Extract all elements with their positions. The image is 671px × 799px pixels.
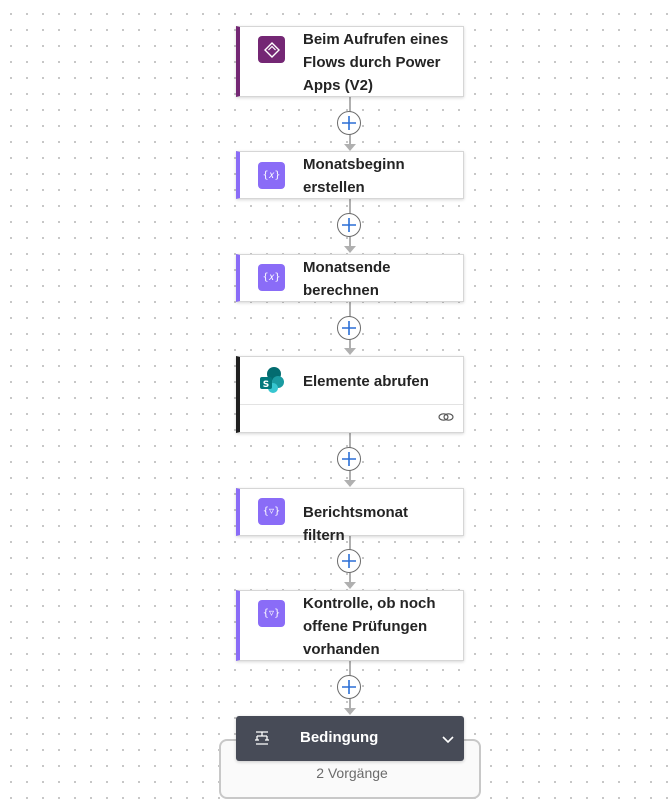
data-operation-icon: {𝑥}: [258, 264, 285, 291]
arrow-down-icon: [344, 144, 356, 151]
sharepoint-icon: S: [258, 366, 285, 393]
step-title: Elemente abrufen: [303, 373, 429, 390]
data-operation-icon: {𝑥}: [258, 162, 285, 189]
add-step-button[interactable]: [337, 111, 361, 135]
step-title: Beim Aufrufen eines Flows durch Power Ap…: [303, 31, 449, 94]
plus-icon: [342, 452, 356, 466]
card-divider: [240, 404, 463, 405]
plus-icon: [342, 554, 356, 568]
filter-array-icon: {▿}: [258, 498, 285, 525]
step-title: Kontrolle, ob noch offene Prüfungen vorh…: [303, 595, 436, 658]
condition-card[interactable]: Bedingung: [236, 716, 464, 761]
add-step-button[interactable]: [337, 316, 361, 340]
plus-icon: [342, 116, 356, 130]
flow-step-card[interactable]: {𝑥} Monatsende berechnen: [236, 254, 464, 302]
arrow-down-icon: [344, 480, 356, 487]
power-apps-icon: [258, 36, 285, 63]
add-step-button[interactable]: [337, 675, 361, 699]
add-step-button[interactable]: [337, 549, 361, 573]
plus-icon: [342, 218, 356, 232]
add-step-button[interactable]: [337, 447, 361, 471]
svg-text:S: S: [262, 380, 268, 390]
condition-actions-count[interactable]: 2 Vorgänge: [316, 765, 388, 781]
condition-title: Bedingung: [300, 729, 379, 746]
arrow-down-icon: [344, 246, 356, 253]
condition-icon: [254, 730, 270, 751]
step-title: Berichtsmonat filtern: [303, 504, 409, 544]
add-step-button[interactable]: [337, 213, 361, 237]
filter-array-icon: {▿}: [258, 600, 285, 627]
plus-icon: [342, 321, 356, 335]
flow-step-card[interactable]: Beim Aufrufen eines Flows durch Power Ap…: [236, 26, 464, 97]
chevron-down-icon[interactable]: [441, 732, 455, 750]
step-title: Monatsende berechnen: [303, 259, 391, 299]
flow-step-card[interactable]: {▿} Berichtsmonat filtern: [236, 488, 464, 544]
arrow-down-icon: [344, 582, 356, 589]
flow-step-card[interactable]: {𝑥} Monatsbeginn erstellen: [236, 151, 464, 199]
arrow-down-icon: [344, 708, 356, 715]
arrow-down-icon: [344, 348, 356, 355]
link-icon[interactable]: [438, 410, 454, 429]
flow-step-card[interactable]: S Elemente abrufen: [236, 356, 464, 433]
step-title: Monatsbeginn erstellen: [303, 156, 405, 196]
flow-step-card[interactable]: {▿} Kontrolle, ob noch offene Prüfungen …: [236, 590, 464, 661]
plus-icon: [342, 680, 356, 694]
